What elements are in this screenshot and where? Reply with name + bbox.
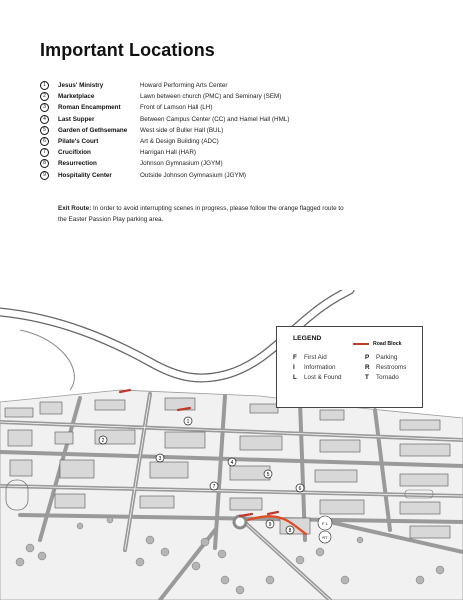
location-name: Jesus' Ministry — [58, 82, 104, 90]
location-place: Front of Lamson Hall (LH) — [140, 104, 213, 112]
campus-map: 1 2 3 4 5 6 7 8 9 F L RT — [0, 290, 463, 600]
svg-text:7: 7 — [213, 484, 216, 490]
trees — [15, 516, 445, 595]
location-place: Between Campus Center (CC) and Hamel Hal… — [140, 115, 290, 123]
map-marker-7: 7 — [209, 481, 219, 491]
location-number: 4 — [40, 114, 49, 124]
map-marker-3: 3 — [155, 453, 165, 463]
road-center-lines — [0, 393, 463, 600]
list-item: 4 Last Supper Between Campus Center (CC)… — [40, 114, 440, 125]
location-number: 3 — [40, 103, 49, 113]
location-place: Art & Design Building (ADC) — [140, 138, 219, 146]
exit-route-line — [246, 515, 308, 536]
list-item: 2 Marketplace Lawn between church (PMC) … — [40, 91, 440, 102]
location-name: Hospitality Center — [58, 171, 112, 179]
legend-road-block: Road Block — [353, 341, 402, 347]
svg-text:F L: F L — [322, 521, 329, 526]
legend-title: LEGEND — [293, 335, 322, 342]
map-marker-6: 6 — [295, 483, 305, 493]
location-number: 8 — [40, 159, 49, 169]
roundabout — [232, 514, 248, 530]
locations-list: 1 Jesus' Ministry Howard Performing Arts… — [40, 80, 440, 181]
svg-text:9: 9 — [269, 522, 272, 528]
list-item: 9 Hospitality Center Outside Johnson Gym… — [40, 170, 440, 181]
svg-text:5: 5 — [267, 472, 270, 478]
location-place: Howard Performing Arts Center — [140, 82, 228, 90]
location-place: Johnson Gymnasium (JGYM) — [140, 160, 223, 168]
list-item: 7 Crucifixion Harrigan Hall (HAR) — [40, 147, 440, 158]
location-number: 7 — [40, 148, 49, 158]
location-name: Last Supper — [58, 115, 95, 123]
exit-route-text: In order to avoid interrupting scenes in… — [58, 205, 344, 223]
map-marker-1: 1 — [183, 416, 193, 426]
location-place: West side of Buller Hall (BUL) — [140, 126, 224, 134]
road-blocks — [118, 388, 280, 518]
svg-text:1: 1 — [187, 419, 190, 425]
map-marker-2: 2 — [98, 435, 108, 445]
map-marker-8: 8 — [285, 525, 295, 535]
location-number: 5 — [40, 125, 49, 135]
badge-restrooms-tornado: RT — [318, 530, 332, 544]
map-marker-9: 9 — [265, 519, 275, 529]
location-name: Crucifixion — [58, 149, 91, 157]
exit-route-label: Exit Route: — [58, 205, 92, 212]
svg-text:RT: RT — [322, 535, 328, 540]
svg-text:8: 8 — [289, 528, 292, 534]
svg-text:3: 3 — [159, 456, 162, 462]
location-name: Marketplace — [58, 93, 95, 101]
location-place: Harrigan Hall (HAR) — [140, 149, 196, 157]
location-name: Pilate's Court — [58, 138, 99, 146]
exit-route-note: Exit Route: In order to avoid interrupti… — [58, 204, 348, 225]
location-name: Garden of Gethsemane — [58, 126, 128, 134]
badge-first-aid-lost-found: F L — [317, 515, 333, 531]
river-inner — [0, 290, 354, 382]
map-marker-5: 5 — [263, 469, 273, 479]
location-place: Lawn between church (PMC) and Seminary (… — [140, 93, 282, 101]
svg-text:2: 2 — [102, 438, 105, 444]
sports-field — [404, 489, 434, 499]
list-item: 6 Pilate's Court Art & Design Building (… — [40, 136, 440, 147]
service-badges: F L RT — [317, 515, 333, 544]
list-item: 8 Resurrection Johnson Gymnasium (JGYM) — [40, 158, 440, 169]
list-item: 5 Garden of Gethsemane West side of Bull… — [40, 125, 440, 136]
svg-text:4: 4 — [231, 460, 234, 466]
location-place: Outside Johnson Gymnasium (JGYM) — [140, 171, 247, 179]
location-number: 9 — [40, 170, 49, 180]
list-item: 1 Jesus' Ministry Howard Performing Arts… — [40, 80, 440, 91]
location-number: 2 — [40, 92, 49, 102]
location-name: Resurrection — [58, 160, 97, 168]
location-name: Roman Encampment — [58, 104, 121, 112]
location-markers: 1 2 3 4 5 6 7 8 9 — [98, 416, 305, 535]
river-branch — [19, 329, 75, 391]
location-number: 6 — [40, 137, 49, 147]
sports-field — [5, 479, 29, 511]
list-item: 3 Roman Encampment Front of Lamson Hall … — [40, 102, 440, 113]
road-block-swatch — [353, 342, 369, 345]
buildings — [4, 397, 451, 539]
svg-text:6: 6 — [299, 486, 302, 492]
location-number: 1 — [40, 81, 49, 91]
map-marker-4: 4 — [227, 457, 237, 467]
page-title: Important Locations — [40, 40, 215, 60]
